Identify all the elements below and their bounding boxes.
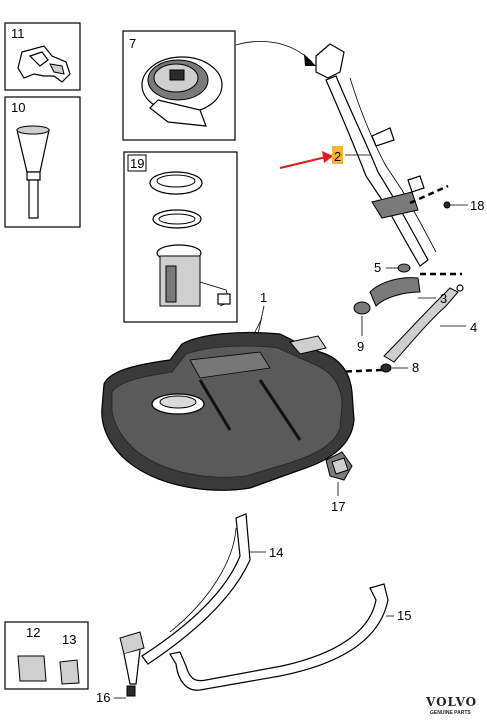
vent-hose-part-4 bbox=[383, 284, 466, 363]
inset-box-19: 19 bbox=[123, 151, 238, 323]
filler-neck-part bbox=[315, 43, 437, 267]
label-4: 4 bbox=[470, 320, 477, 335]
label-3: 3 bbox=[440, 291, 447, 306]
arrow-head-icon bbox=[304, 54, 316, 66]
label-11: 11 bbox=[11, 26, 25, 41]
label-15: 15 bbox=[397, 608, 411, 623]
bolt-part-18 bbox=[443, 201, 468, 209]
clip-part bbox=[17, 45, 71, 83]
label-1: 1 bbox=[260, 290, 267, 305]
inset-box-11: 11 bbox=[4, 22, 81, 91]
brand-tagline: GENUINE PARTS bbox=[430, 710, 471, 716]
label-18: 18 bbox=[470, 198, 484, 213]
lock-ring-part bbox=[149, 171, 203, 195]
inset-box-10: 10 bbox=[4, 96, 81, 228]
pad-part-13 bbox=[59, 659, 80, 685]
bracket-part bbox=[119, 631, 145, 685]
brand-logo-text: VOLVO bbox=[425, 695, 477, 709]
pad-part-12 bbox=[17, 655, 47, 682]
clip-part-8 bbox=[380, 363, 408, 373]
filler-housing-part bbox=[141, 56, 223, 127]
label-10: 10 bbox=[11, 100, 25, 115]
clamp-part-5 bbox=[386, 263, 411, 273]
funnel-part bbox=[16, 125, 50, 219]
label-17: 17 bbox=[331, 499, 345, 514]
dashed-connector-lower bbox=[285, 368, 383, 376]
seal-ring-part bbox=[152, 209, 202, 229]
sensor-part-17 bbox=[325, 451, 353, 496]
label-2-highlight bbox=[332, 146, 343, 164]
strap-part-14 bbox=[141, 513, 266, 665]
label-14: 14 bbox=[269, 545, 283, 560]
red-pointer-arrow bbox=[279, 156, 327, 169]
fuel-pump-part bbox=[156, 244, 231, 307]
inset-box-12-13: 12 13 bbox=[4, 621, 89, 690]
label-13: 13 bbox=[62, 632, 76, 647]
strap-part-15 bbox=[169, 583, 394, 691]
hose-part-3 bbox=[369, 277, 436, 307]
red-arrow-head-icon bbox=[322, 151, 333, 163]
fuel-tank-part bbox=[101, 317, 355, 491]
label-19: 19 bbox=[130, 156, 144, 171]
label-2: 2 bbox=[334, 149, 341, 164]
bolt-part-16 bbox=[114, 685, 136, 699]
label-7: 7 bbox=[129, 36, 136, 51]
label-9: 9 bbox=[357, 339, 364, 354]
label-5: 5 bbox=[374, 260, 381, 275]
pointer-arrow-7 bbox=[235, 41, 313, 63]
label-16: 16 bbox=[96, 690, 110, 705]
label-8: 8 bbox=[412, 360, 419, 375]
dashed-connector-upper bbox=[409, 184, 449, 205]
label-12: 12 bbox=[26, 625, 40, 640]
inset-box-7: 7 bbox=[122, 30, 236, 141]
clamp-part-9 bbox=[353, 301, 371, 336]
